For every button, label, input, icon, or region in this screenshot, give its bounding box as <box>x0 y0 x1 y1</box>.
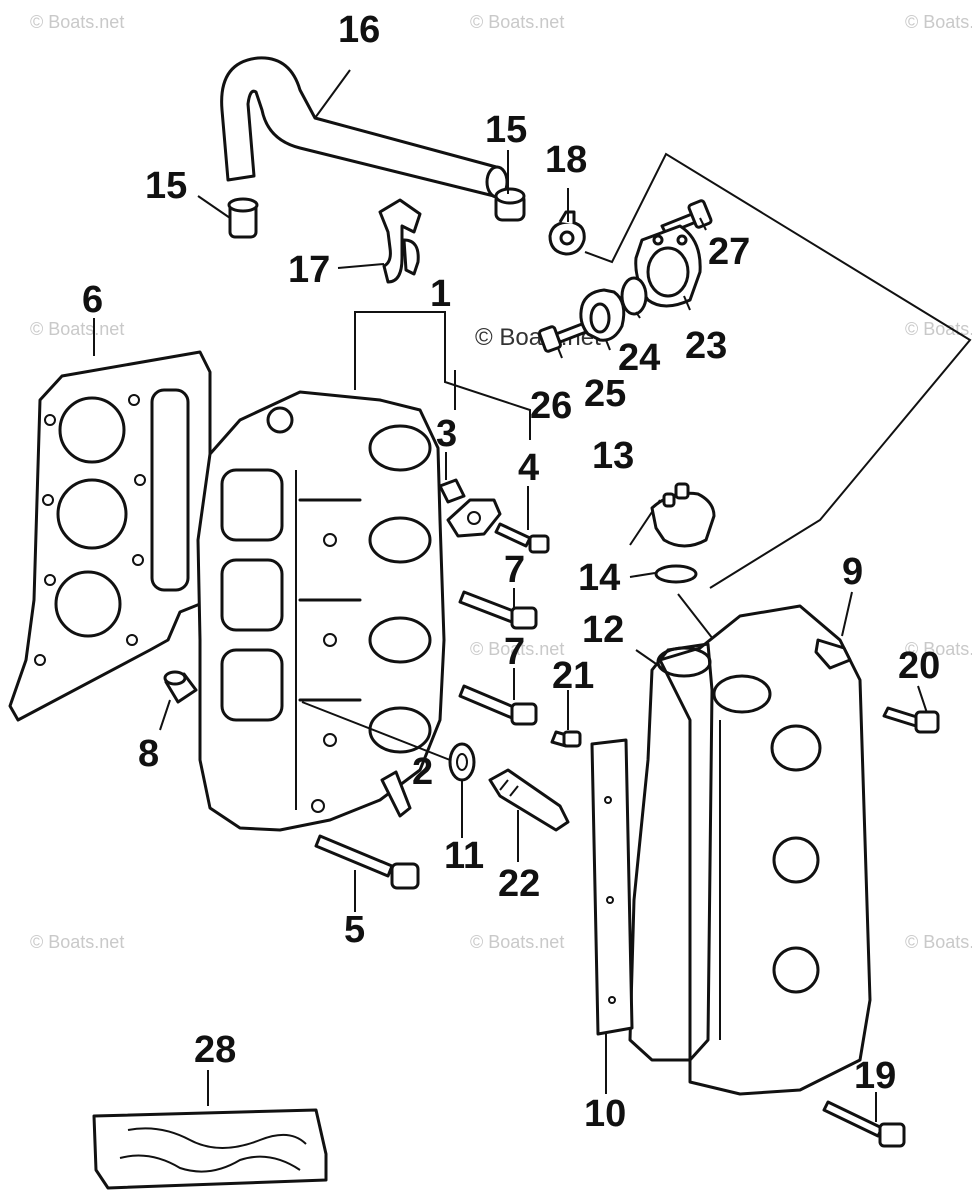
callout-label: 16 <box>338 9 380 51</box>
callout-label: 14 <box>578 557 620 599</box>
fitting-icon[interactable] <box>494 187 526 222</box>
callout-label: 3 <box>436 413 457 455</box>
callout-label: 7 <box>504 631 525 673</box>
watermark-text: © Boats.net <box>905 932 972 952</box>
callout-label: 23 <box>685 325 727 367</box>
callout-label: 25 <box>584 373 626 415</box>
callout-label: 10 <box>584 1093 626 1135</box>
watermark-text: © Boats.net <box>905 12 972 32</box>
callout-label: 11 <box>444 835 484 877</box>
cap-icon[interactable] <box>650 482 716 548</box>
hose-clamp-icon[interactable] <box>548 210 586 256</box>
callout-label: 27 <box>708 231 750 273</box>
callout-label: 5 <box>344 909 365 951</box>
bolt-icon[interactable] <box>314 834 420 890</box>
callout-label: 12 <box>582 609 624 651</box>
callout-label: 7 <box>504 549 525 591</box>
exhaust-cover-icon[interactable] <box>658 604 872 1096</box>
watermark-text: © Boats.net <box>30 319 124 339</box>
bolt-icon[interactable] <box>538 322 588 353</box>
watermark-text: © Boats.net <box>30 12 124 32</box>
watermark-text: © Boats.net <box>470 932 564 952</box>
callout-label: 24 <box>618 337 660 379</box>
bracket-icon[interactable] <box>446 498 550 554</box>
hose-icon[interactable] <box>220 56 509 199</box>
callout-label: 15 <box>485 109 527 151</box>
callout-label: 21 <box>552 655 594 697</box>
head-gasket-icon[interactable] <box>8 350 212 722</box>
dowel-pin-icon[interactable] <box>163 670 198 704</box>
watermark-text: © Boats.net <box>470 12 564 32</box>
callout-label: 17 <box>288 249 330 291</box>
bolt-icon[interactable] <box>458 684 538 726</box>
cover-gasket-icon[interactable] <box>628 642 714 1062</box>
callout-label: 6 <box>82 279 103 321</box>
bolt-icon[interactable] <box>550 730 582 748</box>
clip-icon[interactable] <box>378 198 422 284</box>
pin-icon[interactable] <box>438 478 466 504</box>
callout-label: 26 <box>530 385 572 427</box>
callout-label: 19 <box>854 1055 896 1097</box>
sealant-tube-icon[interactable] <box>92 1108 328 1190</box>
gasket-strip-icon[interactable] <box>590 738 634 1036</box>
callout-label: 28 <box>194 1029 236 1071</box>
callout-label: 18 <box>545 139 587 181</box>
watermark-text: © Boats.net <box>30 932 124 952</box>
callout-label: 22 <box>498 863 540 905</box>
callout-label: 20 <box>898 645 940 687</box>
fitting-icon[interactable] <box>227 197 259 239</box>
watermark-text: © Boats.net <box>470 639 564 659</box>
o-ring-icon[interactable] <box>620 276 648 316</box>
plug-icon[interactable] <box>380 770 412 818</box>
callout-label: 8 <box>138 733 159 775</box>
callout-label: 13 <box>592 435 634 477</box>
washer-icon[interactable] <box>448 742 476 782</box>
cylinder-head-icon[interactable] <box>196 390 451 832</box>
o-ring-icon[interactable] <box>654 564 698 584</box>
bolt-icon[interactable] <box>882 706 940 734</box>
watermark-text: © Boats.net <box>905 319 972 339</box>
callout-label: 1 <box>430 273 451 315</box>
thermostat-cap-icon[interactable] <box>634 224 702 308</box>
callout-labels: 16 15 15 18 17 27 23 24 25 26 1 6 3 4 13… <box>82 9 940 1135</box>
bolt-icon[interactable] <box>458 590 538 630</box>
callout-label: 2 <box>412 751 433 793</box>
bolt-icon[interactable] <box>822 1100 906 1148</box>
callout-label: 4 <box>518 447 539 489</box>
spark-plug-icon[interactable] <box>488 768 570 832</box>
callout-label: 15 <box>145 165 187 207</box>
callout-label: 9 <box>842 551 863 593</box>
watermark-text: © Boats.net <box>905 639 972 659</box>
